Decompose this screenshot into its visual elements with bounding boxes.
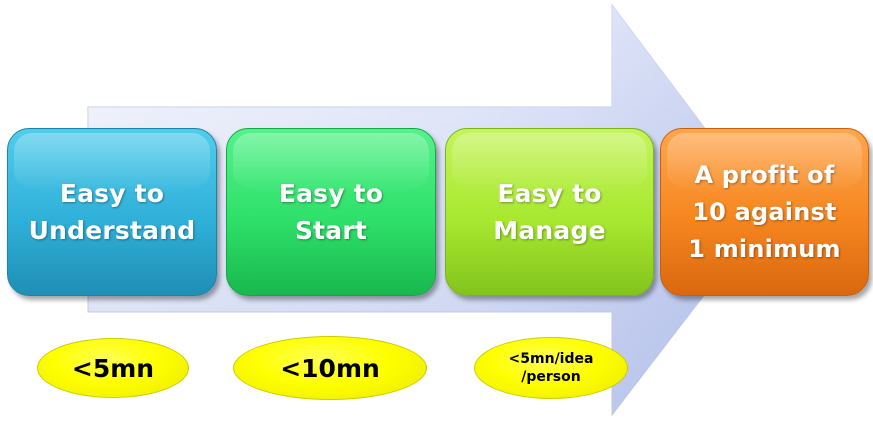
time-badge-manage: <5mn/idea /person [474,337,628,399]
step-manage: Easy to Manage [445,128,654,296]
step-manage-label: Easy to Manage [493,179,606,245]
time-badge-understand-label: <5mn [71,353,155,383]
step-profit-label: A profit of 10 against 1 minimum [688,160,841,263]
time-badge-start: <10mn [233,336,427,400]
step-understand: Easy to Understand [7,128,217,296]
time-badge-start-label: <10mn [280,353,380,383]
time-badge-manage-label: <5mn/idea /person [508,351,594,385]
step-start: Easy to Start [226,128,436,296]
step-understand-label: Easy to Understand [28,179,196,245]
time-badge-understand: <5mn [37,338,189,398]
step-profit: A profit of 10 against 1 minimum [660,128,869,296]
step-start-label: Easy to Start [278,179,384,245]
